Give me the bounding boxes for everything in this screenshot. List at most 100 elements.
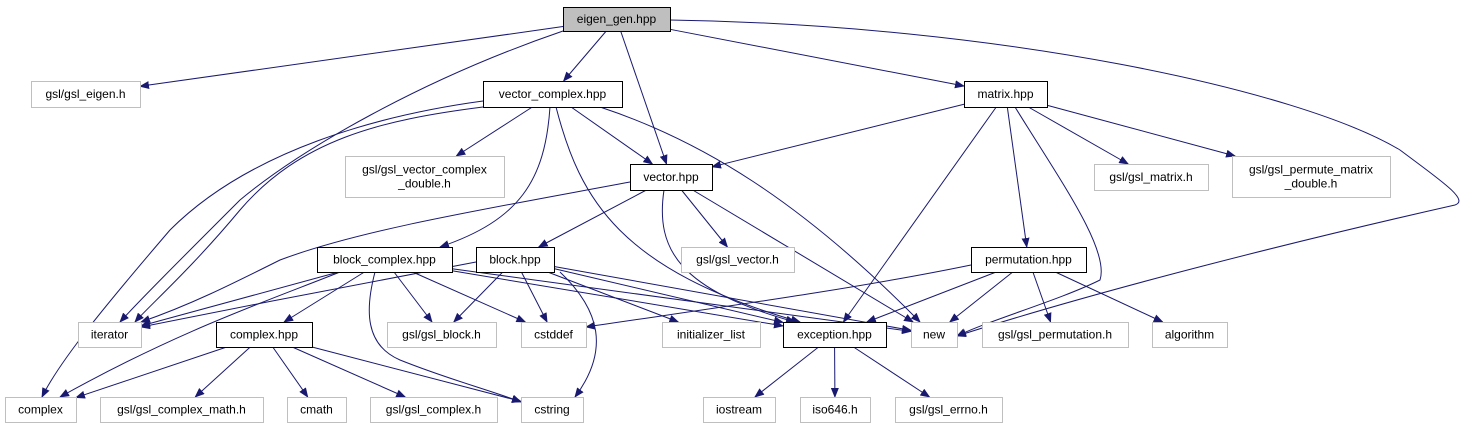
node-label: _double.h bbox=[397, 177, 451, 191]
node-label: gsl/gsl_block.h bbox=[402, 328, 481, 342]
edge-block_complex-to-cstring bbox=[368, 271, 522, 403]
edge-block-to-cstring bbox=[559, 271, 597, 398]
node-box bbox=[216, 322, 313, 348]
edge-block_complex-to-complex_hpp bbox=[283, 271, 365, 323]
node-complex_hpp[interactable]: complex.hpp bbox=[216, 322, 313, 348]
node-vector_complex[interactable]: vector_complex.hpp bbox=[483, 81, 623, 108]
edge-eigen_gen-to-vector bbox=[620, 30, 668, 165]
edge-vector-to-new bbox=[692, 189, 914, 323]
node-gsl_vector_complex_double: gsl/gsl_vector_complex_double.h bbox=[345, 156, 505, 198]
edge-permutation-to-new bbox=[948, 271, 1014, 323]
node-box bbox=[78, 322, 142, 348]
edge-exception-to-iostream bbox=[754, 346, 819, 398]
node-permutation[interactable]: permutation.hpp bbox=[971, 247, 1087, 273]
edge-permutation-to-exception bbox=[865, 271, 997, 323]
node-label: gsl/gsl_permutation.h bbox=[998, 328, 1112, 342]
node-label: initializer_list bbox=[677, 328, 746, 342]
node-box bbox=[370, 397, 498, 423]
node-matrix[interactable]: matrix.hpp bbox=[964, 81, 1048, 108]
node-box bbox=[703, 397, 776, 423]
node-label: gsl/gsl_complex.h bbox=[386, 403, 481, 417]
node-label: _double.h bbox=[1284, 177, 1338, 191]
edge-matrix-to-new bbox=[956, 106, 1102, 337]
edge-block_complex-to-gsl_block bbox=[393, 271, 433, 323]
node-exception[interactable]: exception.hpp bbox=[783, 322, 887, 348]
edge-complex_hpp-to-cstring bbox=[311, 346, 522, 404]
node-box bbox=[287, 397, 347, 423]
node-iterator: iterator bbox=[78, 322, 142, 348]
edge-block-to-exception bbox=[553, 268, 784, 325]
node-gsl_matrix: gsl/gsl_matrix.h bbox=[1094, 164, 1209, 191]
node-label: gsl/gsl_complex_math.h bbox=[117, 403, 246, 417]
node-box bbox=[5, 397, 77, 423]
node-box bbox=[964, 81, 1048, 108]
edge-complex_hpp-to-gsl_complex_math bbox=[194, 346, 251, 398]
node-box bbox=[563, 7, 671, 32]
edge-matrix-to-vector bbox=[711, 103, 965, 169]
edge-block_complex-to-complex bbox=[59, 271, 341, 398]
node-box bbox=[1152, 322, 1228, 348]
node-label: gsl/gsl_errno.h bbox=[909, 403, 988, 417]
node-block_complex[interactable]: block_complex.hpp bbox=[317, 247, 453, 273]
node-label: eigen_gen.hpp bbox=[577, 12, 657, 26]
node-initializer_list: initializer_list bbox=[662, 322, 761, 348]
node-box bbox=[1094, 164, 1209, 191]
node-gsl_complex_math: gsl/gsl_complex_math.h bbox=[100, 397, 264, 423]
edge-exception-to-gsl_errno bbox=[853, 346, 931, 398]
edge-permutation-to-cstddef bbox=[585, 264, 972, 330]
node-label: permutation.hpp bbox=[985, 253, 1072, 267]
node-label: complex bbox=[18, 403, 63, 417]
edge-eigen_gen-to-matrix bbox=[669, 28, 965, 89]
node-algorithm: algorithm bbox=[1152, 322, 1228, 348]
node-box bbox=[895, 397, 1003, 423]
edge-permutation-to-gsl_permutation bbox=[1032, 271, 1052, 323]
node-gsl_complex: gsl/gsl_complex.h bbox=[370, 397, 498, 423]
node-box bbox=[317, 247, 453, 273]
edge-eigen_gen-to-vector_complex bbox=[562, 30, 607, 82]
node-label: exception.hpp bbox=[797, 328, 872, 342]
edge-block-to-cstddef bbox=[520, 271, 548, 323]
node-cstring: cstring bbox=[521, 397, 584, 423]
edge-complex_hpp-to-cmath bbox=[272, 346, 309, 398]
edge-vector_complex-to-new bbox=[599, 106, 921, 323]
edge-block-to-new bbox=[553, 265, 912, 333]
node-box bbox=[345, 156, 505, 198]
edge-matrix-to-gsl_permute_matrix_double bbox=[1046, 104, 1237, 158]
node-gsl_vector: gsl/gsl_vector.h bbox=[681, 247, 795, 273]
edge-vector-to-gsl_vector bbox=[681, 189, 729, 248]
node-box bbox=[521, 397, 584, 423]
node-label: block.hpp bbox=[489, 253, 541, 267]
node-gsl_eigen: gsl/gsl_eigen.h bbox=[31, 81, 141, 108]
node-label: iso646.h bbox=[812, 403, 857, 417]
node-eigen_gen[interactable]: eigen_gen.hpp bbox=[563, 7, 671, 32]
node-box bbox=[100, 397, 264, 423]
node-label: vector.hpp bbox=[643, 170, 699, 184]
edge-matrix-to-gsl_matrix bbox=[1028, 106, 1130, 165]
node-cmath: cmath bbox=[287, 397, 347, 423]
node-label: iterator bbox=[91, 328, 128, 342]
node-vector[interactable]: vector.hpp bbox=[630, 164, 713, 191]
node-label: cstddef bbox=[534, 328, 573, 342]
node-label: new bbox=[923, 328, 945, 342]
edge-vector_complex-to-block_complex bbox=[439, 106, 551, 248]
edge-complex_hpp-to-gsl_complex bbox=[292, 346, 407, 398]
edge-block_complex-to-new bbox=[451, 268, 912, 335]
nodes: eigen_gen.hpp gsl/gsl_eigen.h vector_compl… bbox=[5, 7, 1391, 423]
edge-block_complex-to-iterator bbox=[140, 271, 339, 328]
node-gsl_permutation: gsl/gsl_permutation.h bbox=[982, 322, 1129, 348]
edge-complex_hpp-to-complex bbox=[75, 346, 227, 399]
node-label: gsl/gsl_matrix.h bbox=[1109, 170, 1192, 184]
node-label: algorithm bbox=[1165, 328, 1214, 342]
edge-eigen_gen-to-iterator bbox=[119, 30, 564, 323]
node-box bbox=[387, 322, 497, 348]
node-label: cstring bbox=[534, 403, 569, 417]
node-block[interactable]: block.hpp bbox=[476, 247, 555, 273]
node-label: complex.hpp bbox=[230, 328, 298, 342]
node-gsl_block: gsl/gsl_block.h bbox=[387, 322, 497, 348]
node-label: gsl/gsl_vector.h bbox=[696, 253, 779, 267]
node-box bbox=[483, 81, 623, 108]
node-box bbox=[911, 322, 958, 348]
node-box bbox=[800, 397, 871, 423]
node-box bbox=[1232, 156, 1391, 198]
